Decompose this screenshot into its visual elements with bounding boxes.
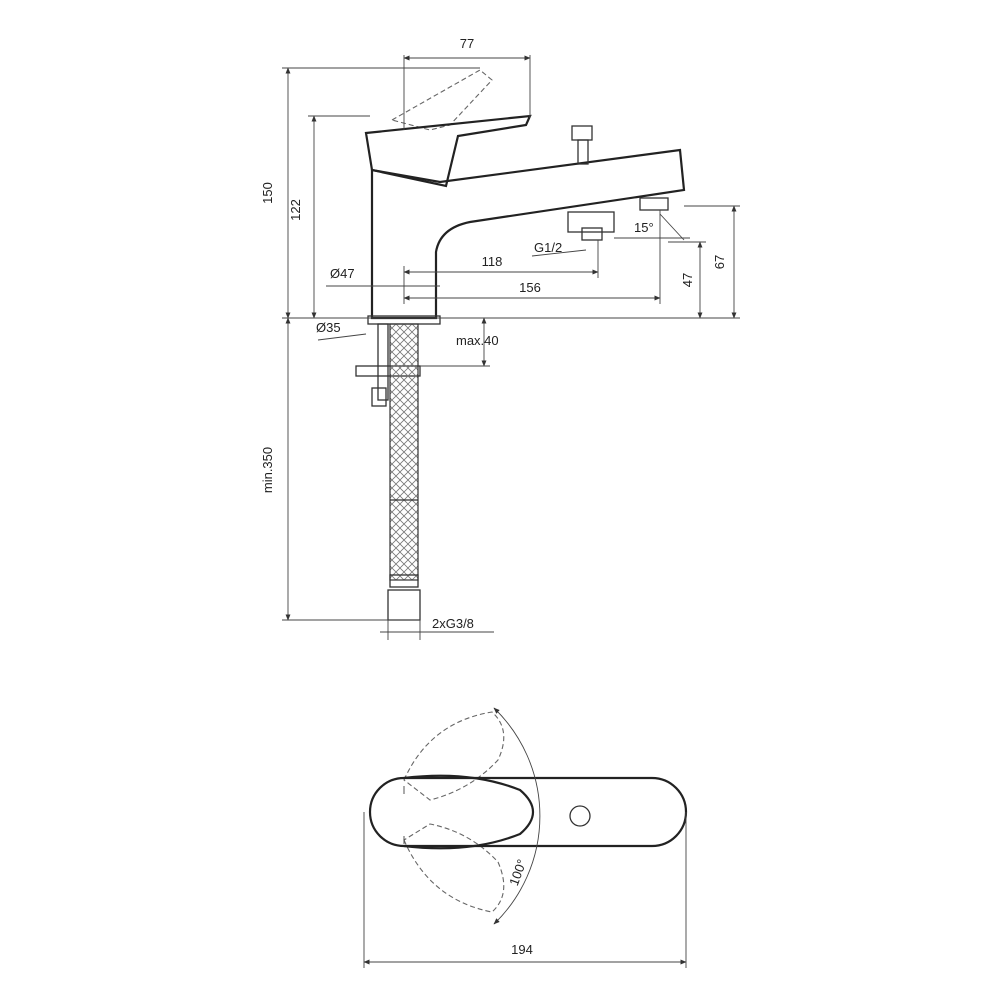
dim-plan-width: 194	[511, 942, 533, 957]
rotation-arc	[493, 707, 541, 925]
lever-rotated-down	[403, 823, 505, 913]
hose-fitting	[389, 574, 419, 588]
dim-rotation-angle: 100°	[506, 857, 529, 887]
dim-total-height: 150	[260, 182, 275, 204]
fixing-plate	[355, 365, 421, 377]
dim-hose-connection: 2xG3/8	[432, 616, 474, 631]
spout-outlet	[639, 197, 669, 211]
diverter-hole	[569, 805, 591, 827]
diverter-knob	[571, 125, 593, 141]
dim-outlet-distance: 118	[482, 254, 503, 269]
fixing-rod	[377, 323, 389, 401]
dim-thread-outlet: G1/2	[534, 240, 562, 255]
dim-base-diameter: Ø47	[330, 266, 355, 281]
dim-outlet-height: 47	[680, 273, 695, 287]
dim-spout-height: 122	[288, 199, 303, 221]
plan-view: 100° 194	[363, 707, 688, 968]
lever-handle	[364, 114, 532, 188]
dim-body-height: 67	[712, 255, 727, 269]
fixing-nut	[371, 387, 387, 407]
mixer-body	[370, 148, 686, 320]
lever-rotated-up	[403, 711, 505, 801]
plan-lever	[403, 774, 535, 850]
dim-hole-diameter: Ø35	[316, 320, 341, 335]
shower-outlet	[567, 211, 615, 233]
lever-alternate-position	[390, 69, 493, 131]
supply-hose	[389, 323, 419, 581]
hose-nut	[387, 589, 421, 621]
shower-outlet-inner	[581, 227, 603, 241]
dim-handle-width: 77	[460, 36, 474, 51]
dim-hose-length: min.350	[260, 447, 275, 493]
side-view: 77 150 122 Ø47 118 G1/2 156 15° 47	[260, 36, 740, 640]
plan-body	[368, 776, 688, 848]
diverter-stem	[577, 139, 589, 165]
dim-spout-reach: 156	[519, 280, 541, 295]
dim-max-deck: max.40	[456, 333, 499, 348]
dim-tilt-angle: 15°	[634, 220, 654, 235]
